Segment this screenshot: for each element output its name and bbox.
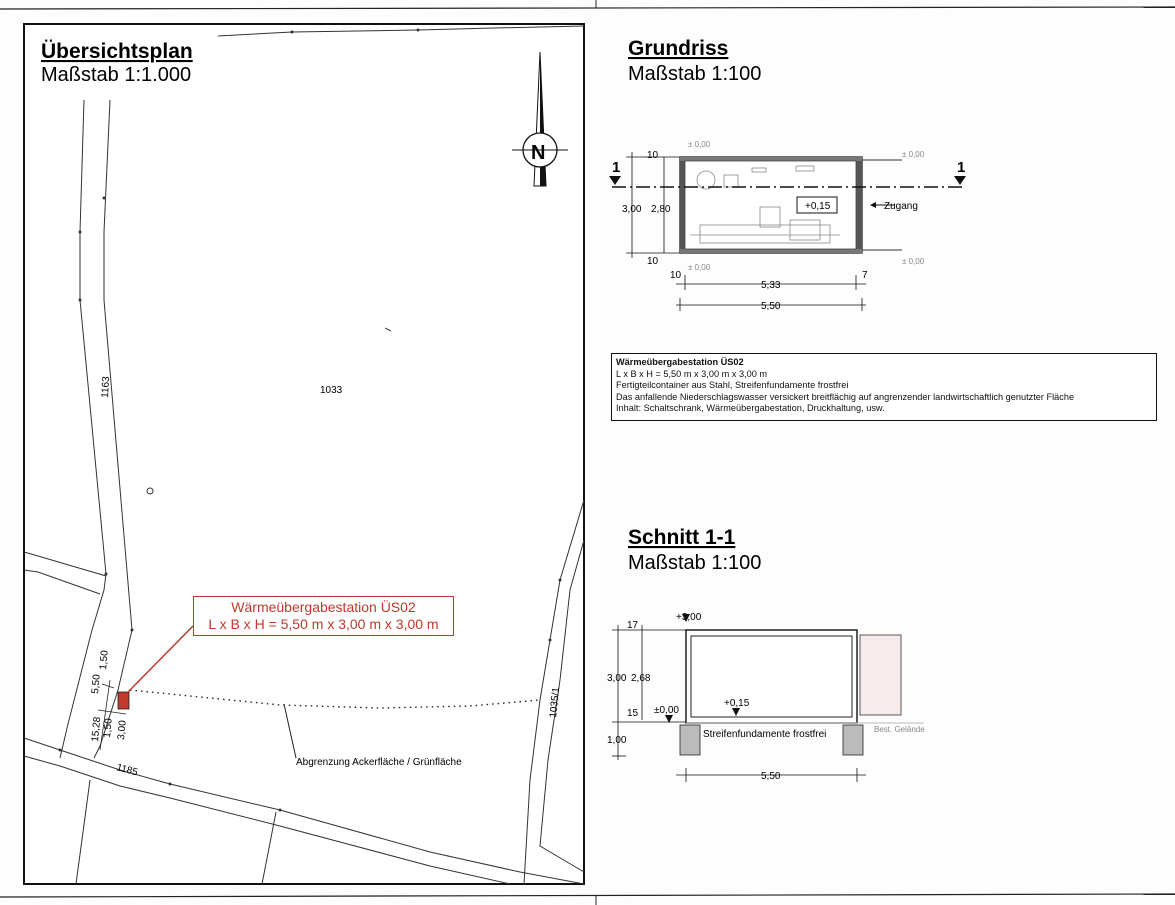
dim-floor-7: 7 xyxy=(862,270,868,281)
station-callout: Wärmeübergabestation ÜS02 L x B x H = 5,… xyxy=(193,596,454,636)
level-tr: ± 0,00 xyxy=(902,150,925,159)
dim-1-50b: 1,50 xyxy=(102,717,115,738)
floor-plan: Grundriss Maßstab 1:100 +0,15 Zugang xyxy=(609,37,966,312)
callout-line-2: L x B x H = 5,50 m x 3,00 m x 3,00 m xyxy=(208,616,439,632)
level-bl: ± 0,00 xyxy=(688,263,711,272)
boundary-label: Abgrenzung Ackerfläche / Grünfläche xyxy=(296,757,462,768)
section-scale: Maßstab 1:100 xyxy=(628,552,761,574)
dim-floor-10c: 10 xyxy=(670,270,682,281)
dim-section-268: 2,68 xyxy=(631,673,651,684)
dim-section-300: 3,00 xyxy=(607,673,627,684)
station-marker xyxy=(117,691,130,710)
dim-floor-10b: 10 xyxy=(647,256,659,267)
level-br: ± 0,00 xyxy=(902,257,925,266)
dim-floor-550: 5,50 xyxy=(761,301,781,312)
dim-floor-300: 3,00 xyxy=(622,204,642,215)
level-tl: ± 0,00 xyxy=(688,140,711,149)
info-line-3: Das anfallende Niederschlagswasser versi… xyxy=(616,391,1075,402)
station-info-box: Wärmeübergabestation ÜS02 L x B x H = 5,… xyxy=(611,353,1157,421)
dim-floor-280: 2,80 xyxy=(651,204,671,215)
ground-label: Best. Gelände xyxy=(874,725,925,734)
floor-level-label: +0,15 xyxy=(805,201,831,212)
section-mark-right: 1 xyxy=(957,159,965,176)
info-title: Wärmeübergabestation ÜS02 xyxy=(616,357,744,367)
callout-line-1: Wärmeübergabestation ÜS02 xyxy=(231,599,416,615)
parcel-label-right: 1035/1 xyxy=(548,686,562,718)
overview-title: Übersichtsplan xyxy=(41,40,193,63)
dim-5-50: 5,50 xyxy=(90,673,103,694)
top-level-label: +3,00 xyxy=(676,612,702,623)
foundation-label: Streifenfundamente frostfrei xyxy=(703,729,826,740)
zero-level-label: ±0,00 xyxy=(654,705,679,716)
info-line-4: Inhalt: Schaltschrank, Wärmeübergabestat… xyxy=(616,403,885,413)
dim-floor-533: 5,33 xyxy=(761,280,781,291)
parcel-label-bottom: 1185 xyxy=(115,762,139,778)
access-label: Zugang xyxy=(884,201,918,212)
north-arrow-icon: N xyxy=(512,51,568,187)
overview-scale: Maßstab 1:1.000 xyxy=(41,64,191,86)
svg-text:N: N xyxy=(531,142,545,164)
overview-plan: Übersichtsplan Maßstab 1:1.000 1163 1185… xyxy=(23,25,585,885)
floorplan-scale: Maßstab 1:100 xyxy=(628,63,761,85)
parcel-label-main: 1033 xyxy=(320,385,343,396)
dim-section-100: 1,00 xyxy=(607,735,627,746)
dim-section-17: 17 xyxy=(627,620,639,631)
floor-level-section-label: +0,15 xyxy=(724,698,750,709)
parcel-label-left: 1163 xyxy=(100,376,112,398)
dim-15-28: 15,28 xyxy=(90,716,103,742)
dim-section-15: 15 xyxy=(627,708,639,719)
section-title: Schnitt 1-1 xyxy=(628,526,736,549)
dim-1-50a: 1,50 xyxy=(98,649,111,670)
info-line-1: L x B x H = 5,50 m x 3,00 m x 3,00 m xyxy=(616,368,768,379)
dim-section-550: 5,50 xyxy=(761,771,781,782)
section-mark-left: 1 xyxy=(612,159,620,176)
section-view: Schnitt 1-1 Maßstab 1:100 Best. Gelände … xyxy=(607,526,925,782)
dim-floor-10a: 10 xyxy=(647,150,659,161)
floorplan-title: Grundriss xyxy=(628,37,728,60)
info-line-2: Fertigteilcontainer aus Stahl, Streifenf… xyxy=(616,380,849,390)
dim-3-00: 3,00 xyxy=(116,719,129,740)
